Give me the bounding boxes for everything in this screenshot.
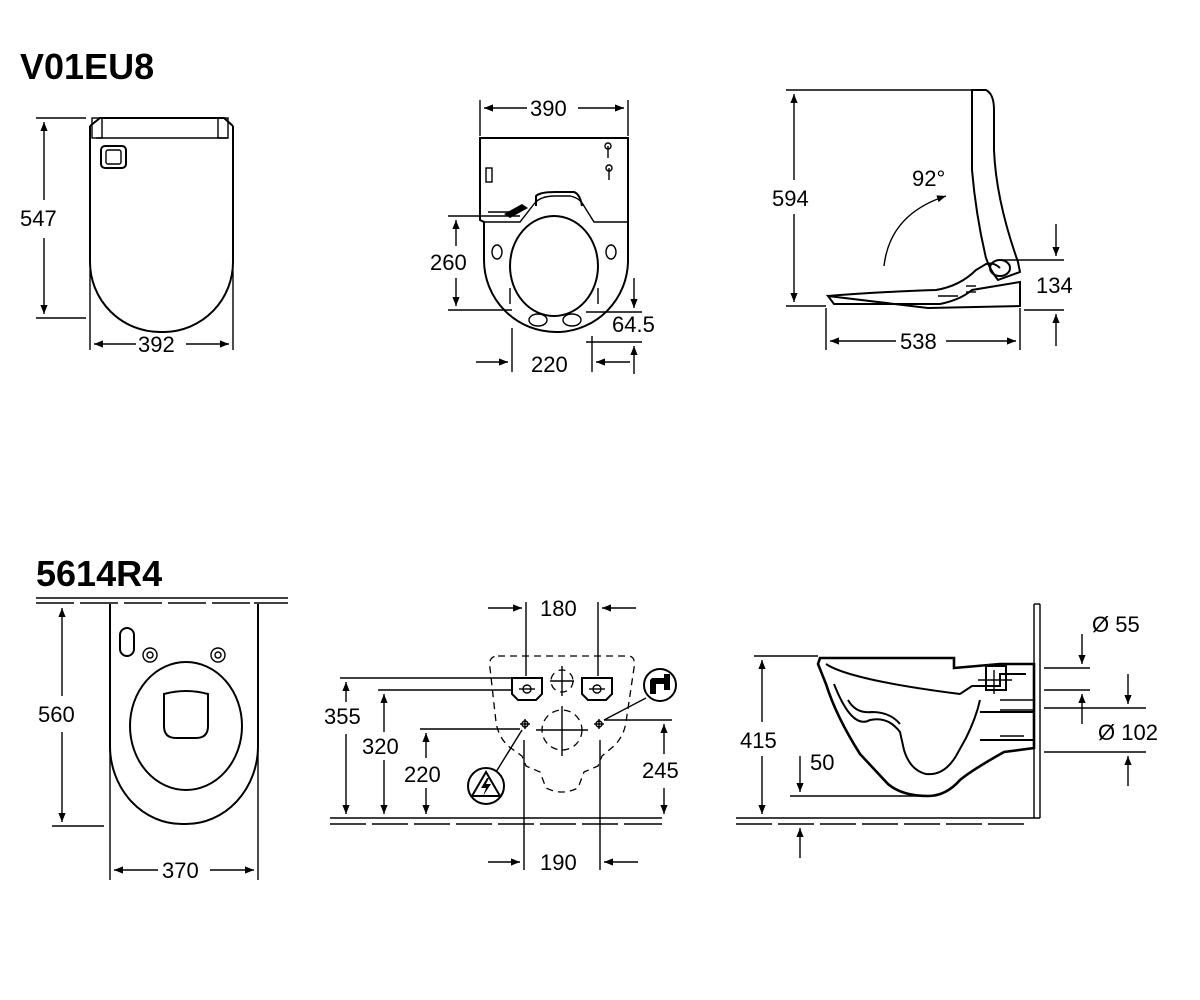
dim-seat-angle: 92° [912,166,945,191]
bowl-side-view: 415 50 Ø 55 Ø 102 [736,603,1158,858]
dim-diameter-small: Ø 55 [1092,612,1140,637]
dim-wall-bottom-spacing: 190 [540,850,577,875]
dim-seat-height: 547 [20,206,57,231]
seat-top-view: 547 392 [20,117,234,357]
dim-diameter-large: Ø 102 [1098,720,1158,745]
product-code-seat: V01EU8 [20,46,155,87]
dim-seat-bottom-depth: 260 [430,250,467,275]
dim-wall-h3: 220 [404,762,441,787]
dim-seat-length: 538 [900,329,937,354]
wall-mounting-view: 180 355 320 220 245 190 [324,596,679,875]
dim-seat-hole-offset: 64.5 [612,312,655,337]
dim-bowl-width: 370 [162,858,199,883]
dim-seat-width: 392 [138,332,175,357]
dim-wall-top-spacing: 180 [540,596,577,621]
dim-seat-bottom-width: 390 [530,96,567,121]
dim-wall-h2: 320 [362,734,399,759]
control-panel-icon [100,145,127,169]
electrical-warning-icon [467,729,523,805]
dim-seat-side-height: 594 [772,186,809,211]
water-tap-icon [603,668,677,721]
dim-bowl-height: 415 [740,728,777,753]
dim-seat-hinge-height: 134 [1036,273,1073,298]
dim-seat-hole-spacing: 220 [531,352,568,377]
bowl-top-view: 560 370 [36,597,288,883]
product-code-bowl: 5614R4 [36,553,163,594]
dim-wall-h4: 245 [642,758,679,783]
seat-bottom-view: 390 260 64.5 220 [430,96,655,377]
dim-bowl-offset: 50 [810,750,834,775]
dim-bowl-length: 560 [38,702,75,727]
seat-side-view: 92° 594 134 538 [772,89,1073,354]
dim-wall-h1: 355 [324,704,361,729]
